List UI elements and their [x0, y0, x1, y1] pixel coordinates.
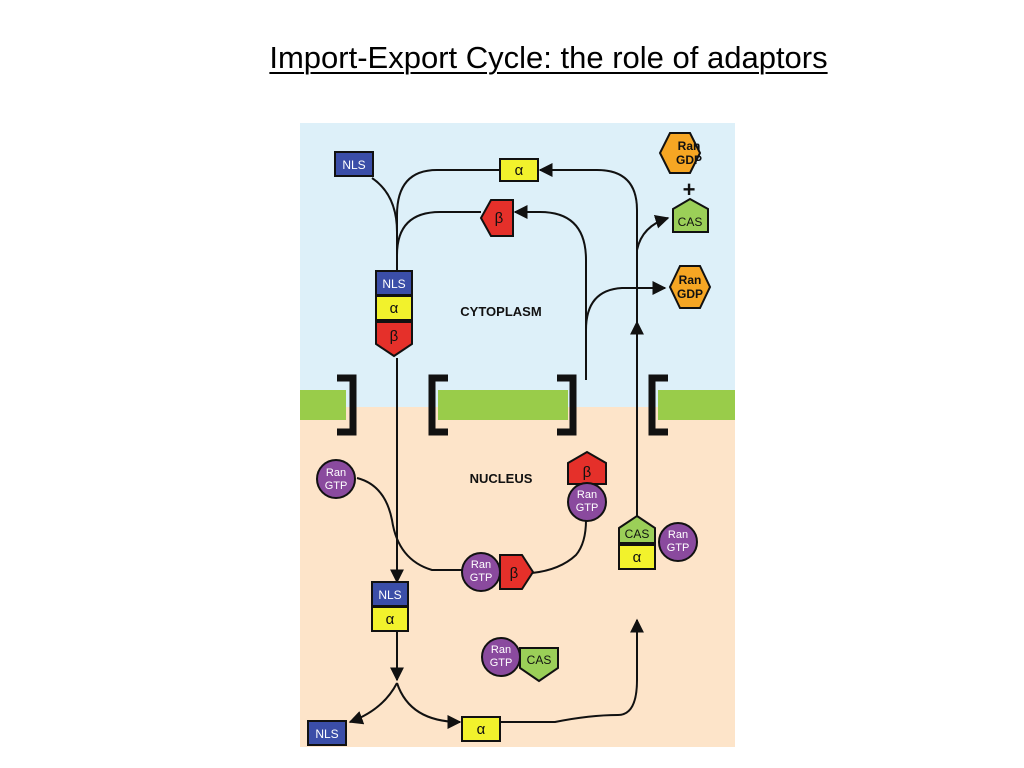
svg-text:Ran: Ran — [491, 644, 511, 656]
import-complex: NLS α β — [375, 270, 413, 358]
svg-text:Ran: Ran — [678, 139, 701, 153]
importin-beta — [499, 554, 535, 590]
svg-text:β: β — [495, 210, 504, 227]
membrane-left — [300, 390, 346, 420]
svg-text:GDP: GDP — [676, 153, 702, 167]
pore-bracket — [557, 374, 577, 436]
ran-gtp — [567, 482, 607, 522]
cas-release-arrow — [636, 215, 670, 251]
svg-text:α: α — [633, 549, 642, 566]
importin-beta-returning: β — [479, 199, 514, 237]
nls-cargo-free: NLS — [334, 151, 374, 177]
importin-beta-label: β — [390, 328, 399, 345]
ran-gdp-middle: Ran GDP — [668, 265, 712, 309]
beta-ran-gtp-export-complex: β Ran GTP — [567, 450, 607, 522]
cas — [618, 514, 656, 544]
nucleus-label: NUCLEUS — [470, 471, 533, 486]
pathway-arrows — [348, 163, 670, 729]
ran-gtp-binding-arrow — [356, 477, 462, 571]
pore-bracket — [337, 374, 357, 436]
svg-text:GTP: GTP — [325, 480, 348, 492]
cytoplasm-label: CYTOPLASM — [460, 304, 541, 319]
nls-cargo-released: NLS — [307, 720, 347, 746]
svg-text:CAS: CAS — [625, 527, 650, 541]
importin-alpha-released: α — [461, 716, 501, 742]
membrane-right — [658, 390, 735, 420]
slide-title: Import-Export Cycle: the role of adaptor… — [269, 40, 828, 75]
ran-gdp-top: Ran GDP — [658, 132, 702, 174]
svg-text:GDP: GDP — [677, 287, 703, 301]
alpha-return-arrow — [538, 163, 638, 395]
nls-alpha-complex: NLS α — [371, 581, 409, 632]
nls-tag — [371, 581, 409, 607]
svg-text:β: β — [583, 464, 592, 481]
plus-sign: + — [683, 177, 696, 202]
importin-alpha — [371, 606, 409, 632]
svg-text:α: α — [386, 611, 395, 628]
svg-text:GTP: GTP — [576, 502, 599, 514]
svg-text:GTP: GTP — [470, 572, 493, 584]
importin-alpha — [618, 544, 656, 570]
svg-text:NLS: NLS — [342, 158, 365, 172]
svg-text:GTP: GTP — [667, 542, 690, 554]
importin-alpha-returning: α — [499, 158, 539, 182]
nuclear-envelope — [300, 374, 735, 436]
beta-export-arrow — [531, 519, 587, 574]
importin-alpha — [375, 295, 413, 321]
alpha-to-cas-arrow — [500, 618, 644, 723]
membrane-center — [438, 390, 568, 420]
cas — [519, 647, 559, 683]
svg-text:Ran: Ran — [679, 273, 702, 287]
nls-tag — [375, 270, 413, 296]
svg-text:Ran: Ran — [668, 529, 688, 541]
alpha-release-arrow — [396, 682, 462, 729]
pore-bracket — [648, 374, 668, 436]
svg-text:GTP: GTP — [490, 657, 513, 669]
importin-alpha-label: α — [390, 300, 399, 317]
alpha-to-import-arrow — [396, 169, 499, 272]
svg-text:CAS: CAS — [527, 653, 552, 667]
svg-text:α: α — [477, 721, 486, 738]
importin-beta — [567, 450, 607, 485]
nls-release-arrow — [348, 682, 398, 725]
svg-text:α: α — [515, 162, 524, 179]
svg-text:Ran: Ran — [577, 489, 597, 501]
ran-gtp-cas-complex: Ran GTP CAS — [481, 637, 559, 683]
nls-tag-label: NLS — [382, 277, 405, 291]
ran-gtp — [658, 522, 698, 562]
svg-text:CAS: CAS — [678, 215, 703, 229]
pore-bracket — [428, 374, 448, 436]
importin-beta — [375, 321, 413, 358]
nls-join-arrow — [371, 177, 398, 233]
cas-alpha-ran-gtp-complex: CAS α Ran GTP — [618, 514, 698, 570]
svg-text:β: β — [510, 565, 519, 582]
cas-released: CAS — [672, 197, 709, 233]
beta-return-arrow — [513, 205, 587, 380]
ran-gtp-free: Ran GTP — [316, 459, 356, 499]
ran-gdp-release-arrow — [585, 281, 667, 355]
ran-gtp-beta-complex: Ran GTP β — [461, 552, 535, 592]
svg-text:NLS: NLS — [378, 588, 401, 602]
beta-to-import-arrow — [396, 211, 481, 272]
svg-text:NLS: NLS — [315, 727, 338, 741]
svg-text:Ran: Ran — [471, 559, 491, 571]
svg-text:Ran: Ran — [326, 467, 346, 479]
